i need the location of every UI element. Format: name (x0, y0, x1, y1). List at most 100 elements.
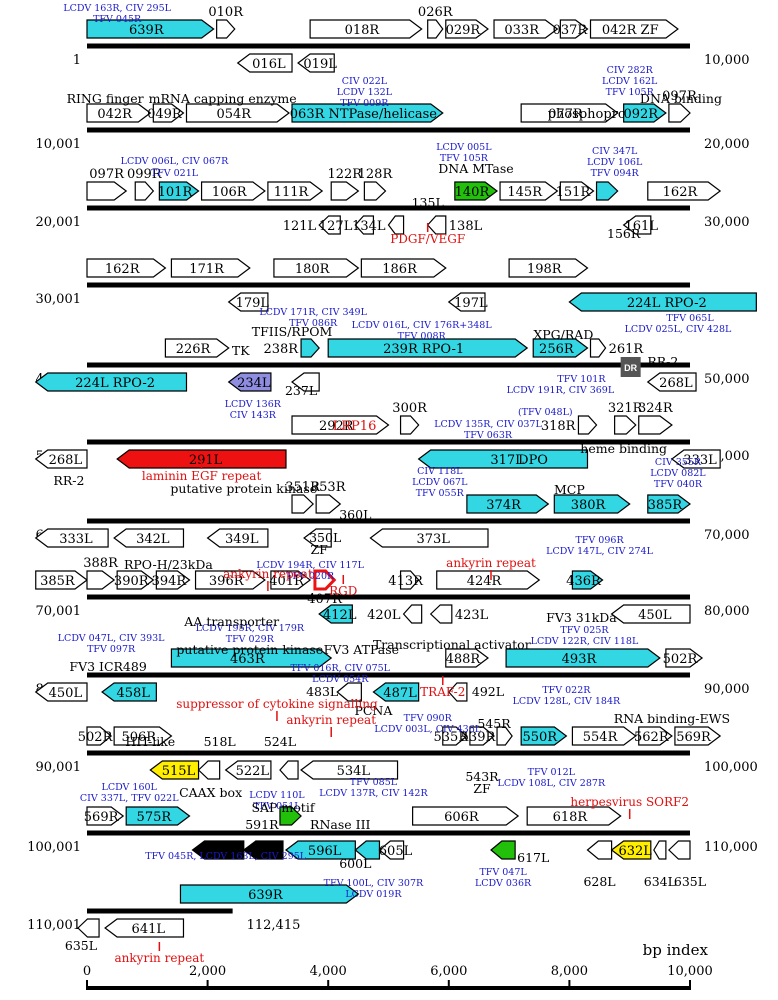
gene-label: 539R (461, 730, 497, 745)
genome-line (87, 672, 690, 678)
gene-label: 535R (434, 730, 470, 745)
gene-label: 317L (490, 453, 524, 468)
row-end-label: 110,000 (704, 840, 758, 855)
homolog-label: TFV 065L (666, 313, 714, 324)
homolog-label: TFV 101R (557, 374, 606, 385)
genome-row-6: 50,00160,000292RLRP16300R318R321R324R268… (34, 401, 750, 469)
function-label: DNA MTase (438, 161, 513, 176)
row-end-label: 80,000 (704, 604, 750, 619)
homolog-label: TFV 021L (151, 168, 199, 179)
gene-arrow (279, 760, 299, 780)
gene-arrow (638, 726, 673, 746)
gene-label: 077R (548, 107, 584, 122)
gene-arrow (34, 528, 109, 548)
gene-arrow (363, 181, 387, 201)
gene-arrow (526, 806, 622, 826)
gene-label: 554R (583, 730, 619, 745)
feature-label: ankyrin repeat (446, 556, 536, 570)
function-label: 628L (583, 874, 615, 889)
homolog-label: LCDV 003L, CIV 436L (374, 724, 481, 735)
function-label: FV3 31kDa (546, 610, 617, 625)
gene-label: 493R (562, 652, 598, 667)
homolog-label: TFV 008R (398, 331, 447, 342)
homolog-label: CIV 282R (607, 65, 654, 76)
homolog-label: LCDV 108L, CIV 287R (498, 778, 606, 789)
gene-label: 140R (455, 185, 491, 200)
homolog-label: LCDV 036R (475, 878, 532, 889)
function-label: RING finger (67, 91, 144, 106)
gene-arrow (86, 181, 128, 201)
gene-arrow (206, 528, 269, 548)
gene-arrow (86, 258, 167, 278)
gene-label: 224L RPO-2 (75, 376, 155, 391)
gene-arrow (646, 372, 697, 392)
row-end-label: 100,000 (704, 760, 758, 775)
feature-label: PDGF/VEGF (390, 232, 465, 246)
function-label: 350L (309, 530, 341, 545)
gene-label: 349L (225, 532, 259, 547)
gene-arrow (586, 840, 613, 860)
gene-label: 450L (49, 686, 83, 701)
gene-label: 596L (308, 844, 342, 859)
gene-label: 562R (634, 730, 670, 745)
genome-line (87, 439, 690, 445)
homolog-label: LCDV 005L (436, 142, 492, 153)
homolog-label: TFV 085L (350, 777, 398, 788)
genome-line (87, 908, 233, 914)
gene-label: 420L (367, 608, 401, 623)
row-start-label: 110,001 (27, 918, 81, 933)
function-label: 634L (644, 874, 676, 889)
function-label: CAAX box (179, 785, 242, 800)
gene-arrow (399, 570, 420, 590)
gene-label: 333L (683, 453, 717, 468)
function-label: Transcriptional activator (373, 637, 531, 652)
gene-arrow (194, 570, 266, 590)
gene-arrow (372, 682, 420, 702)
homolog-label: TFV 022R (542, 685, 591, 696)
gene-arrow (647, 494, 691, 514)
gene-arrow (291, 103, 444, 123)
gene-label: 502R (663, 652, 699, 667)
homolog-label: TFV 086R (289, 318, 338, 329)
gene-label: 353R (311, 480, 347, 495)
gene-label: 407R (307, 592, 343, 607)
gene-label: 019L (303, 57, 337, 72)
genome-line (87, 43, 690, 49)
gene-label: 385R (40, 574, 76, 589)
function-label: ZF (473, 781, 491, 796)
gene-label: 374R (486, 498, 522, 513)
gene-arrow (327, 338, 529, 358)
gene-label: 436R (566, 574, 602, 589)
gene-label: 506R (121, 730, 157, 745)
gene-arrow (412, 806, 520, 826)
gene-label: 522L (236, 764, 270, 779)
homolog-label: TFV 029R (226, 634, 275, 645)
gene-arrow (668, 103, 691, 123)
gene-label: 450L (638, 608, 672, 623)
gene-label: 385R (648, 498, 684, 513)
gene-label: 291L (189, 453, 223, 468)
homolog-label: TFV 051L (253, 801, 301, 812)
gene-label: 029R (446, 23, 482, 38)
gene-function-label: DPO (518, 453, 548, 468)
gene-arrow (86, 103, 152, 123)
gene-label: 111R (274, 185, 310, 200)
genome-row-4: 30,00140,000162R171R180R186R198R179L197L… (36, 258, 757, 312)
homolog-label: TFV 097R (87, 644, 136, 655)
function-label: 591R (245, 817, 279, 832)
gene-label: 261R (609, 342, 645, 357)
gene-arrow (559, 19, 589, 39)
axis-tick-label: 2,000 (189, 964, 226, 979)
feature-label: suppressor of cytokine signalling (176, 697, 378, 711)
gene-label: 318R (541, 419, 577, 434)
gene-label: 122R (327, 167, 363, 182)
gene-arrow (447, 682, 468, 702)
gene-arrow (466, 494, 550, 514)
function-label: 237L (285, 383, 317, 398)
homolog-label: LCDV 110L (249, 790, 305, 801)
homolog-label: LCDV 135R, CIV 037L (434, 419, 542, 430)
gene-arrow (164, 338, 230, 358)
